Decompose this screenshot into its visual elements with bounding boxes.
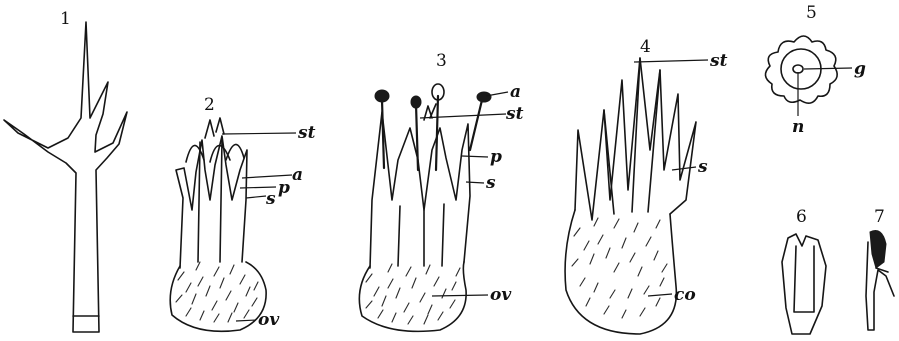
figure-6-number: 6: [796, 207, 807, 227]
figure-3: 3 a st p s ov: [359, 51, 523, 331]
figure-4-fruit-hairs: [572, 218, 667, 318]
figure-3-anther: [375, 90, 389, 102]
figure-1-bristle: [4, 22, 127, 332]
figure-5-label-g: g: [854, 59, 866, 79]
figure-3-anther-2: [411, 96, 421, 108]
figure-2-label-st: st: [297, 123, 316, 143]
figure-3-number: 3: [436, 51, 447, 71]
figure-2-ovary: [170, 262, 266, 331]
figure-3-label-s: s: [485, 173, 496, 193]
figure-3-filament: [382, 100, 384, 168]
figure-6-inner: [794, 246, 814, 312]
figure-4-label-co: co: [674, 285, 696, 305]
figure-3-label-st: st: [505, 104, 524, 124]
figure-6: 6: [782, 207, 826, 334]
figure-2-number: 2: [204, 95, 215, 115]
figure-5-nucleus: [793, 65, 803, 73]
figure-3-leader-ov: [432, 295, 488, 296]
figure-1: 1: [4, 9, 127, 332]
figure-4-fruit: [565, 210, 676, 334]
figure-2-leader-p: [240, 187, 276, 188]
figure-3-calyx: [370, 112, 470, 268]
figure-5-leader-g: [804, 68, 852, 69]
figure-5-number: 5: [806, 3, 817, 23]
figure-2-leader-st: [222, 133, 296, 134]
figure-2: 2 st a p s ov: [170, 95, 315, 331]
figure-4: 4 st s co: [565, 37, 728, 334]
figure-3-ovary: [359, 262, 466, 331]
figure-2-label-ov: ov: [258, 310, 280, 330]
figure-3-ribs: [398, 204, 444, 266]
figure-2-leader-s: [246, 196, 266, 198]
figure-3-label-ov: ov: [490, 285, 512, 305]
figure-3-ovary-hairs: [366, 264, 460, 324]
figure-3-label-a: a: [510, 82, 521, 102]
figure-3-leader-st: [420, 114, 506, 118]
figure-2-petal-line-2: [220, 140, 222, 262]
figure-2-label-a: a: [292, 165, 303, 185]
figure-7-anther: [870, 231, 886, 269]
figure-3-leader-p: [462, 156, 488, 157]
figure-7-number: 7: [874, 207, 885, 227]
figure-2-stigma: [205, 118, 224, 138]
figure-4-label-st: st: [709, 51, 728, 71]
figure-5-label-n: n: [792, 117, 804, 137]
figure-3-label-p: p: [490, 147, 502, 167]
figure-7: 7: [866, 207, 894, 330]
figure-4-label-s: s: [697, 157, 708, 177]
figure-3-leader-s: [466, 182, 484, 183]
figure-2-ovary-hairs: [176, 262, 258, 322]
figure-4-leader-co: [648, 294, 672, 296]
figure-3-filament-4: [470, 100, 482, 150]
figure-2-label-p: p: [278, 178, 290, 198]
figure-3-filament-2: [416, 104, 418, 170]
figure-2-leader-ov: [236, 320, 256, 321]
figure-4-leader-st: [634, 60, 708, 62]
figure-3-filament-3: [436, 96, 438, 170]
figure-3-anther-4: [477, 92, 491, 102]
figure-2-label-s: s: [265, 189, 276, 209]
figure-5: 5 g n: [765, 3, 866, 137]
figure-1-number: 1: [60, 9, 71, 29]
figure-4-number: 4: [640, 37, 651, 57]
figure-6-outline: [782, 234, 826, 334]
figure-5-wavy-outline: [765, 36, 837, 103]
